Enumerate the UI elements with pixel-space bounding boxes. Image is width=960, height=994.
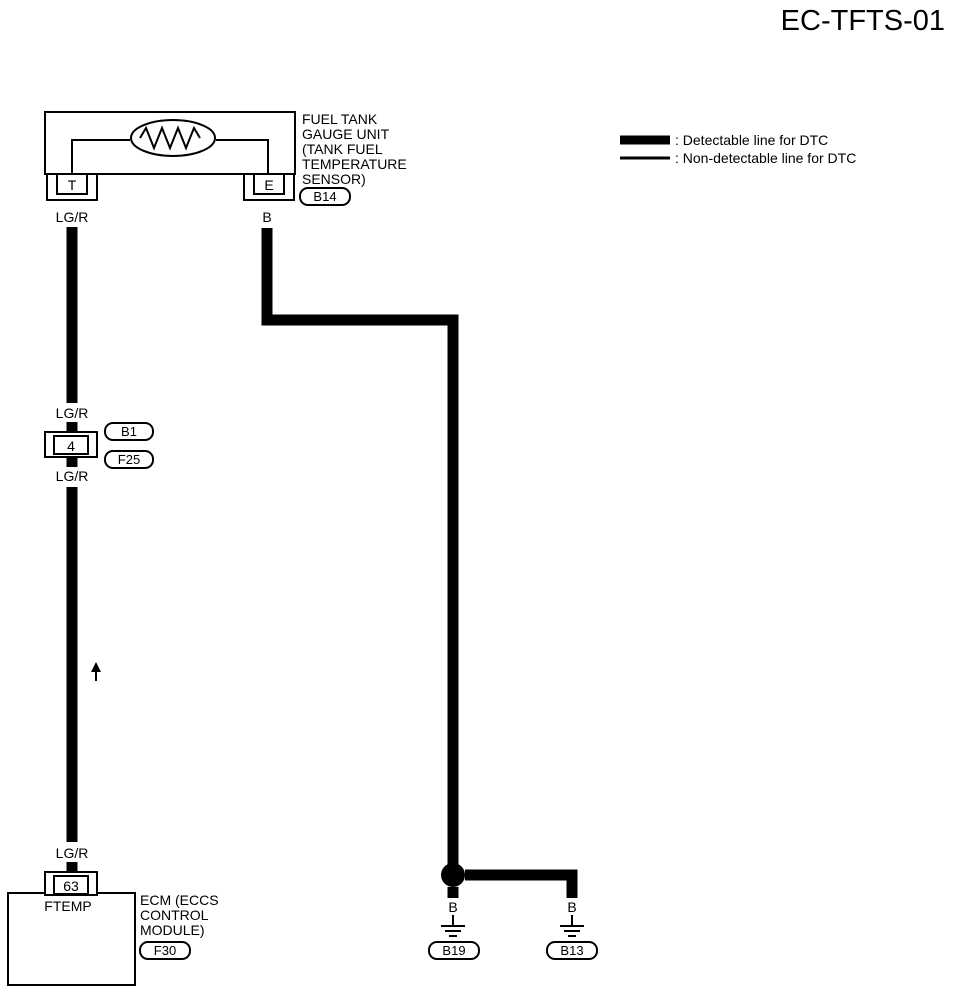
thermistor-symbol	[130, 119, 216, 157]
sensor-connector-id: B14	[313, 189, 336, 204]
ground-left-wire-color: B	[448, 899, 457, 915]
wire-color-ecm-side: LG/R	[56, 845, 89, 861]
sensor-label-line-1: FUEL TANK	[302, 111, 378, 127]
joint-upper-badge	[104, 422, 154, 441]
joint-connector: 4 B1 F25	[44, 422, 154, 469]
ground-b19: B B19	[428, 899, 480, 960]
ground-left-connector-id: B19	[442, 943, 465, 958]
ecm-terminal-number: 63	[63, 878, 79, 894]
ground-left-badge	[428, 941, 480, 960]
ecm-connector-badge	[139, 941, 191, 960]
ecm-connector-id: F30	[154, 943, 176, 958]
ground-right-connector-id: B13	[560, 943, 583, 958]
wire-color-sensor-ground: B	[262, 209, 271, 225]
sensor-terminal-e	[253, 173, 285, 195]
diagram-id: EC-TFTS-01	[781, 5, 945, 37]
ground-wire-main	[261, 228, 459, 866]
ecm-box	[7, 892, 136, 986]
joint-upper-connector-id: B1	[121, 424, 137, 439]
sensor-label-line-3: (TANK FUEL	[302, 141, 383, 157]
joint-lower-connector-id: F25	[118, 452, 140, 467]
legend-non-detectable-label: : Non-detectable line for DTC	[675, 150, 856, 166]
sensor-terminal-t	[56, 173, 88, 195]
sensor-connector-badge	[299, 187, 351, 206]
fuel-tank-gauge-unit: T E FUEL TANK GAUGE UNIT (TANK FUEL TEMP…	[44, 111, 407, 206]
resistor-zigzag-icon	[139, 125, 201, 151]
signal-direction-arrow-icon	[91, 662, 101, 681]
sensor-label-line-4: TEMPERATURE	[302, 156, 407, 172]
signal-wire: LG/R LG/R LG/R LG/R	[56, 209, 101, 876]
wire-color-joint-top: LG/R	[56, 405, 89, 421]
ground-splice-dot	[441, 863, 465, 887]
terminal-t-label: T	[68, 177, 77, 193]
ground-right-badge	[546, 941, 598, 960]
wire-color-sensor-side: LG/R	[56, 209, 89, 225]
ecm-terminal-name: FTEMP	[44, 898, 91, 914]
terminal-e-label: E	[264, 177, 273, 193]
ecm-terminal	[53, 875, 89, 895]
sensor-label-line-2: GAUGE UNIT	[302, 126, 390, 142]
wire-color-joint-bottom: LG/R	[56, 468, 89, 484]
sensor-housing	[44, 111, 296, 175]
sensor-internal-wiring	[71, 139, 269, 176]
ecm: 63 FTEMP ECM (ECCS CONTROL MODULE) F30	[7, 871, 219, 986]
ground-left-icon	[441, 915, 465, 937]
ecm-label-line-3: MODULE)	[140, 922, 205, 938]
legend: : Detectable line for DTC : Non-detectab…	[620, 132, 856, 166]
ground-right-icon	[560, 915, 584, 937]
joint-terminal	[53, 435, 89, 455]
ground-wire-branch	[465, 869, 578, 898]
ecm-label-line-2: CONTROL	[140, 907, 209, 923]
ground-right-wire-color: B	[567, 899, 576, 915]
legend-detectable-label: : Detectable line for DTC	[675, 132, 828, 148]
joint-lower-badge	[104, 450, 154, 469]
ground-wire: B	[261, 209, 578, 898]
sensor-label-line-5: SENSOR)	[302, 171, 366, 187]
ecm-label-line-1: ECM (ECCS	[140, 892, 219, 908]
joint-terminal-number: 4	[67, 438, 75, 454]
ground-b13: B B13	[546, 899, 598, 960]
